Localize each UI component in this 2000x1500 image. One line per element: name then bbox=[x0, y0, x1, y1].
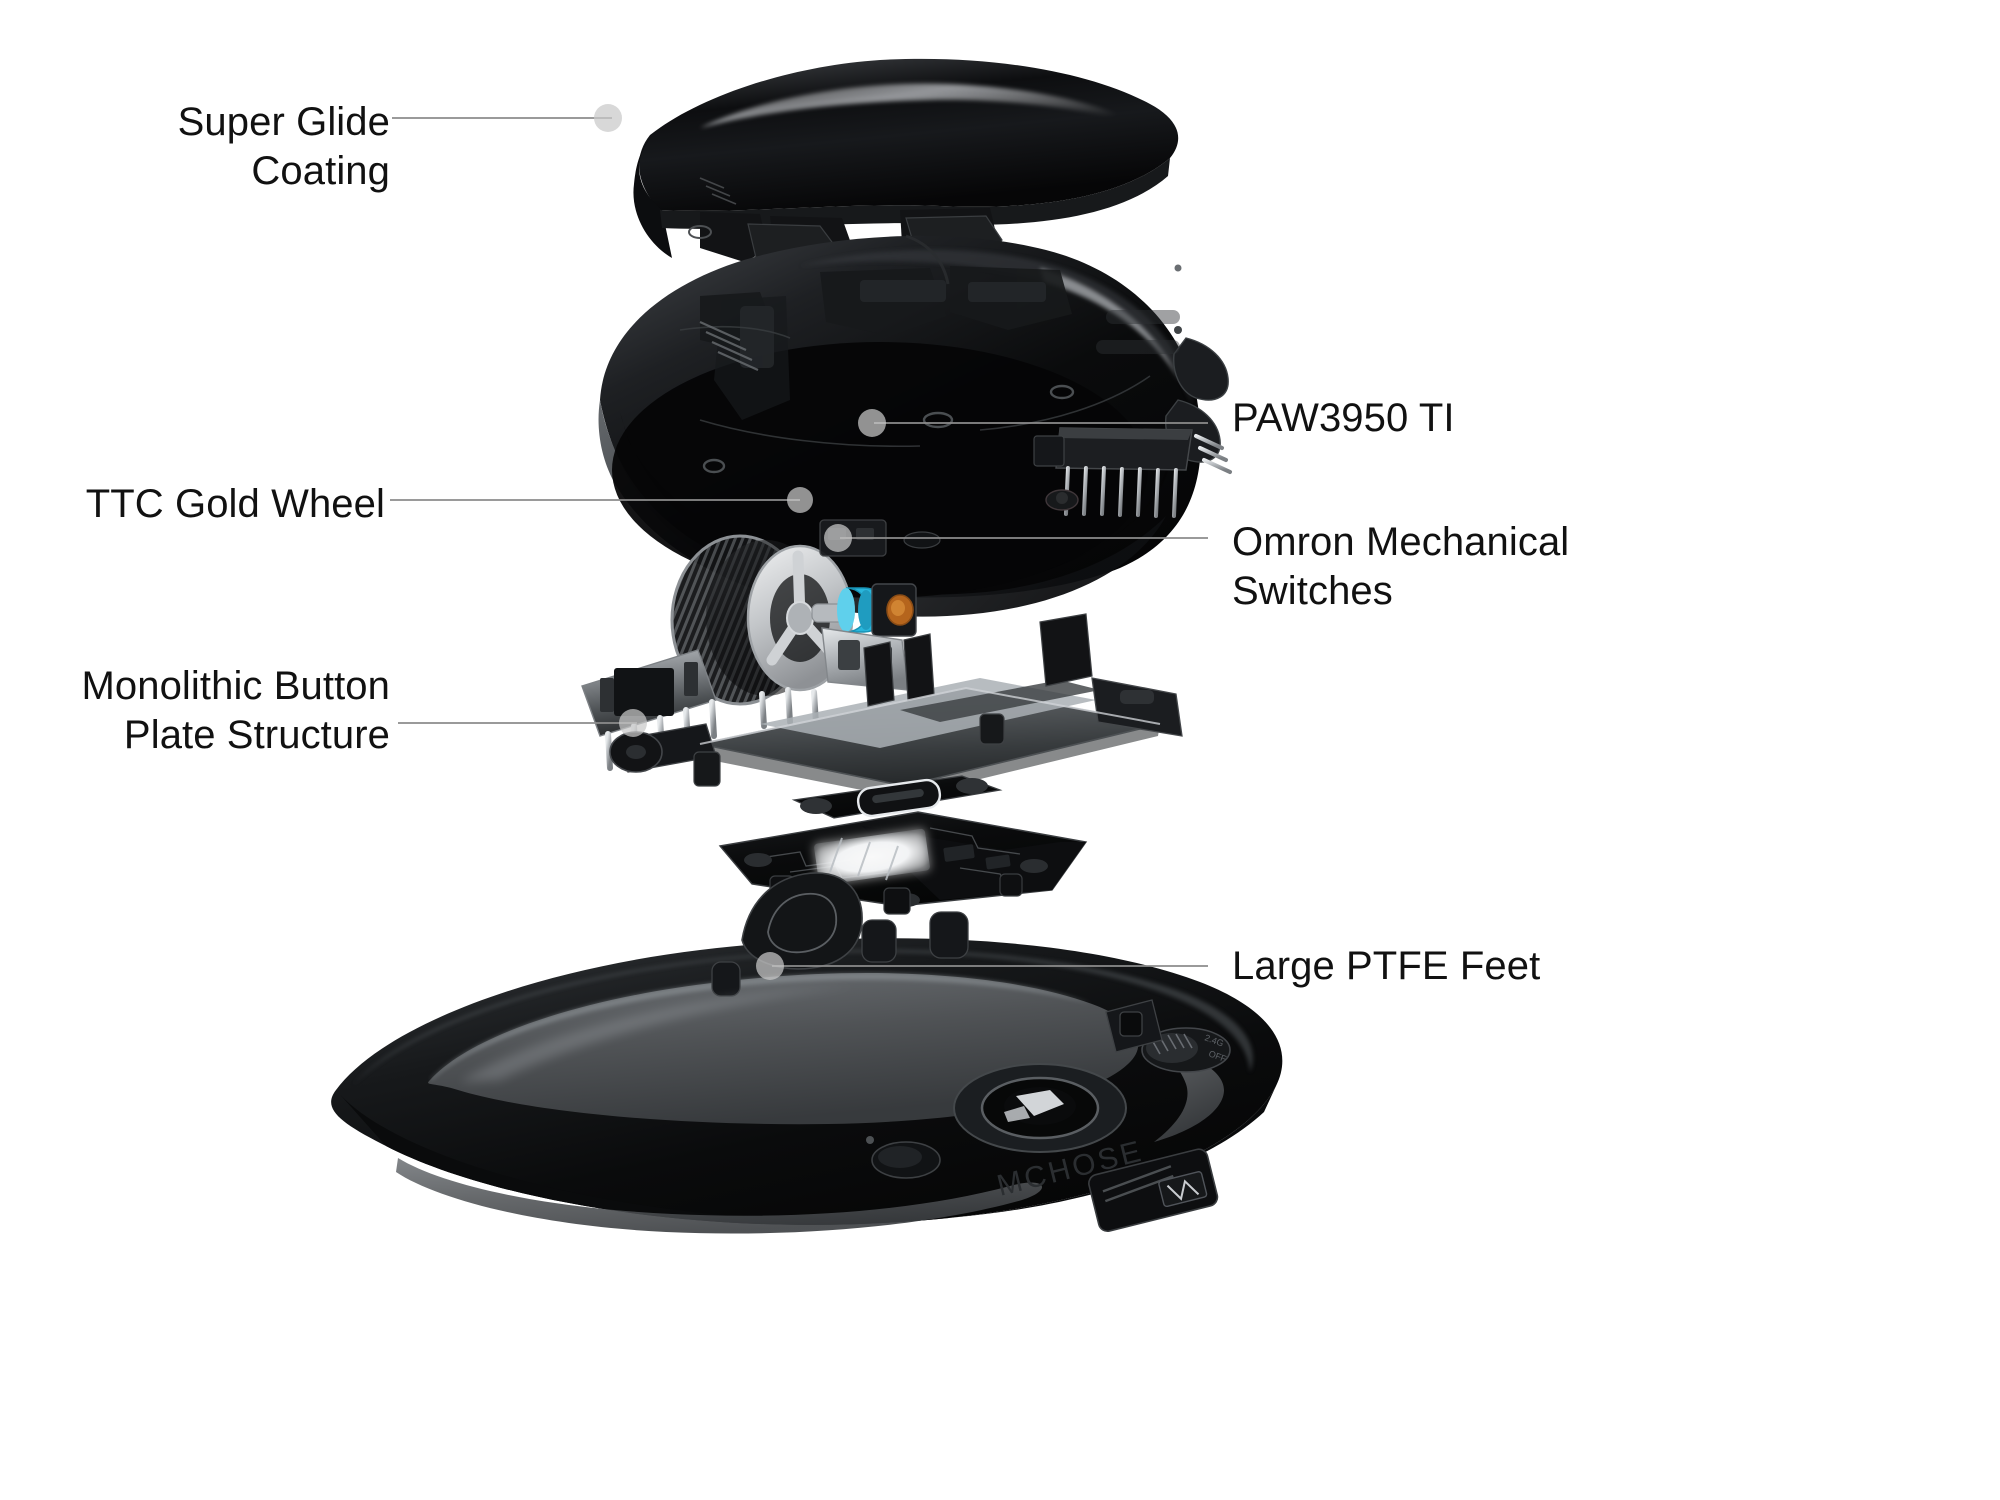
callout-label-large-ptfe-feet: Large PTFE Feet bbox=[1232, 944, 1541, 988]
part-button-plate bbox=[609, 613, 1183, 798]
part-main-body bbox=[598, 234, 1229, 617]
callout-label-paw3950-ti: PAW3950 TI bbox=[1232, 396, 1455, 440]
callout-label-super-glide-coating: Super Glide Coating bbox=[177, 100, 390, 193]
callout-label-omron-mechanical-switches: Omron Mechanical Switches bbox=[1232, 520, 1570, 613]
callout-label-ttc-gold-wheel: TTC Gold Wheel bbox=[85, 482, 385, 526]
part-sensor-chip bbox=[1033, 427, 1232, 518]
callout-label-monolithic-button-plate-structure: Monolithic Button Plate Structure bbox=[81, 664, 390, 757]
part-mainboard-pcb bbox=[718, 775, 1088, 915]
part-bottom-shell: 2.4G OFF MCHOSE bbox=[331, 872, 1283, 1234]
